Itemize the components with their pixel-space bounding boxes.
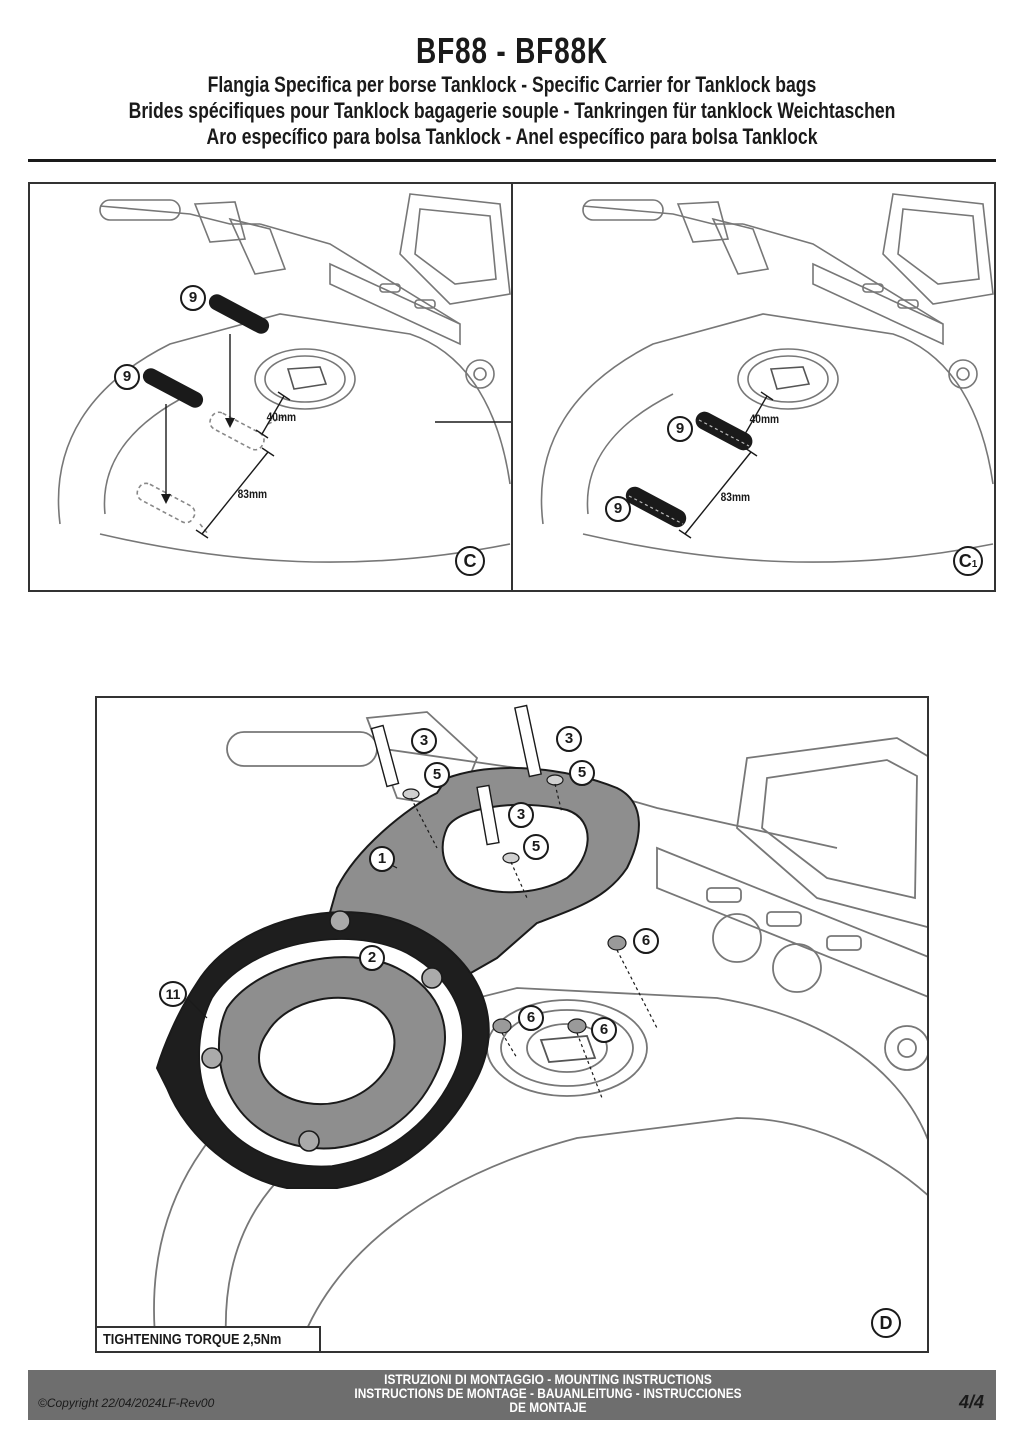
callout-part-9-upper: 9 — [667, 416, 693, 442]
instructions-line-1: ISTRUZIONI DI MONTAGGIO - MOUNTING INSTR… — [384, 1371, 712, 1387]
callout-part-6c: 6 — [591, 1017, 617, 1043]
callout-part-6b: 6 — [518, 1005, 544, 1031]
step-label-c: C — [455, 546, 485, 576]
callout-part-9-lower: 9 — [605, 496, 631, 522]
callout-part-5b: 5 — [569, 760, 595, 786]
instructions-line-2: INSTRUCTIONS DE MONTAGE - BAUANLEITUNG -… — [354, 1385, 742, 1401]
callout-part-5a: 5 — [424, 762, 450, 788]
callout-part-3a: 3 — [411, 728, 437, 754]
callout-part-9-upper: 9 — [180, 285, 206, 311]
tank-drawing-c — [57, 193, 511, 563]
assembly-drawing-d — [153, 704, 927, 1351]
document-header: BF88 - BF88K Flangia Specifica per borse… — [0, 30, 1024, 150]
step-label-d: D — [871, 1308, 901, 1338]
document-footer: ©Copyright 22/04/2024LF-Rev00 ISTRUZIONI… — [28, 1370, 996, 1420]
subtitle-es-pt: Aro específico para bolsa Tanklock - Ane… — [206, 124, 818, 149]
panel-c1: 9 9 40mm 83mm C1 — [511, 182, 996, 592]
tightening-torque-note: TIGHTENING TORQUE 2,5Nm — [97, 1326, 321, 1351]
callout-part-5c: 5 — [523, 834, 549, 860]
model-title: BF88 - BF88K — [416, 30, 608, 71]
page-number: 4/4 — [958, 1392, 984, 1412]
instructions-title: ISTRUZIONI DI MONTAGGIO - MOUNTING INSTR… — [278, 1372, 818, 1414]
callout-part-2: 2 — [359, 945, 385, 971]
header-divider — [28, 159, 996, 162]
dimension-40mm: 40mm — [266, 410, 297, 424]
subtitle-fr-de: Brides spécifiques pour Tanklock bagager… — [128, 98, 896, 123]
callout-part-6a: 6 — [633, 928, 659, 954]
callout-part-3c: 3 — [508, 802, 534, 828]
step-label-c1: C1 — [953, 546, 983, 576]
dimension-83mm: 83mm — [720, 490, 751, 504]
callout-part-1: 1 — [369, 846, 395, 872]
callout-part-11: 11 — [159, 981, 187, 1007]
callout-part-3b: 3 — [556, 726, 582, 752]
instructions-line-3: DE MONTAJE — [509, 1399, 587, 1415]
callout-part-9-lower: 9 — [114, 364, 140, 390]
tank-drawing-c1 — [540, 193, 994, 563]
subtitle-it-en: Flangia Specifica per borse Tanklock - S… — [207, 72, 817, 97]
copyright-text: ©Copyright 22/04/2024LF-Rev00 — [38, 1396, 215, 1410]
dimension-83mm: 83mm — [237, 487, 268, 501]
panel-c: 9 9 40mm 83mm C — [28, 182, 513, 592]
dimension-40mm: 40mm — [749, 412, 780, 426]
panel-d: 3 5 3 5 3 5 1 2 11 6 6 6 D TIGHTENING TO… — [95, 696, 929, 1353]
